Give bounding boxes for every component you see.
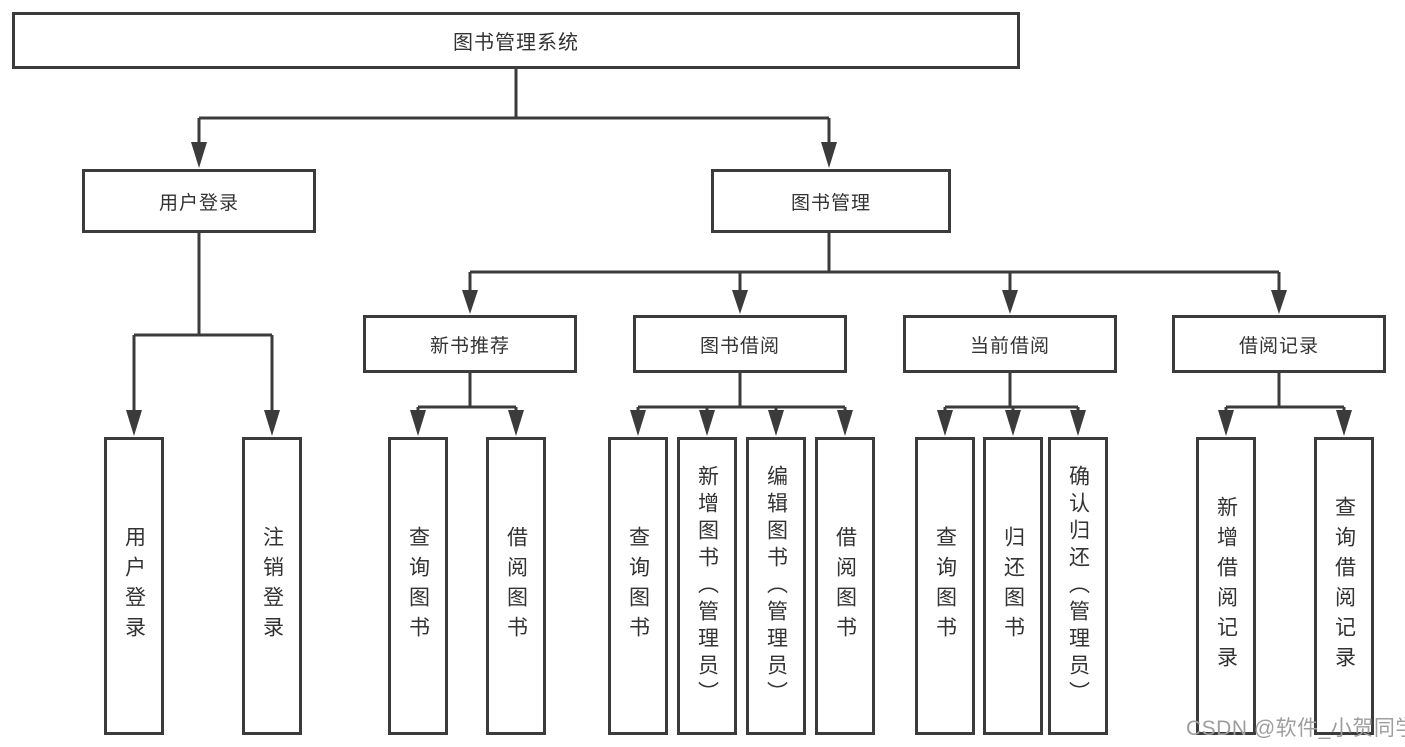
leaf-logout: 注销登录 [242, 437, 302, 735]
leaf-borrow-books: 借阅图书 [486, 437, 546, 735]
leaf-query-borrow-record: 查询借阅记录 [1314, 437, 1374, 735]
node-book-borrow: 图书借阅 [633, 315, 847, 373]
leaf-add-book-admin: 新增图书（管理员） [677, 437, 737, 735]
leaf-add-borrow-record: 新增借阅记录 [1196, 437, 1256, 735]
node-current-borrow: 当前借阅 [903, 315, 1117, 373]
leaf-edit-book-admin: 编辑图书（管理员） [746, 437, 806, 735]
leaf-confirm-return-admin: 确认归还（管理员） [1048, 437, 1108, 735]
leaf-query-books: 查询图书 [608, 437, 668, 735]
leaf-query-books: 查询图书 [915, 437, 975, 735]
leaf-borrow-books: 借阅图书 [815, 437, 875, 735]
leaf-query-books: 查询图书 [388, 437, 448, 735]
csdn-watermark: CSDN @软件_小贺同学 [1186, 717, 1405, 740]
leaf-return-books: 归还图书 [983, 437, 1043, 735]
leaf-user-login: 用户登录 [104, 437, 164, 735]
node-user-login: 用户登录 [82, 169, 316, 233]
node-library-system: 图书管理系统 [12, 12, 1020, 69]
node-new-book-recommend: 新书推荐 [363, 315, 577, 373]
node-borrow-records: 借阅记录 [1172, 315, 1386, 373]
node-book-management: 图书管理 [711, 169, 951, 233]
